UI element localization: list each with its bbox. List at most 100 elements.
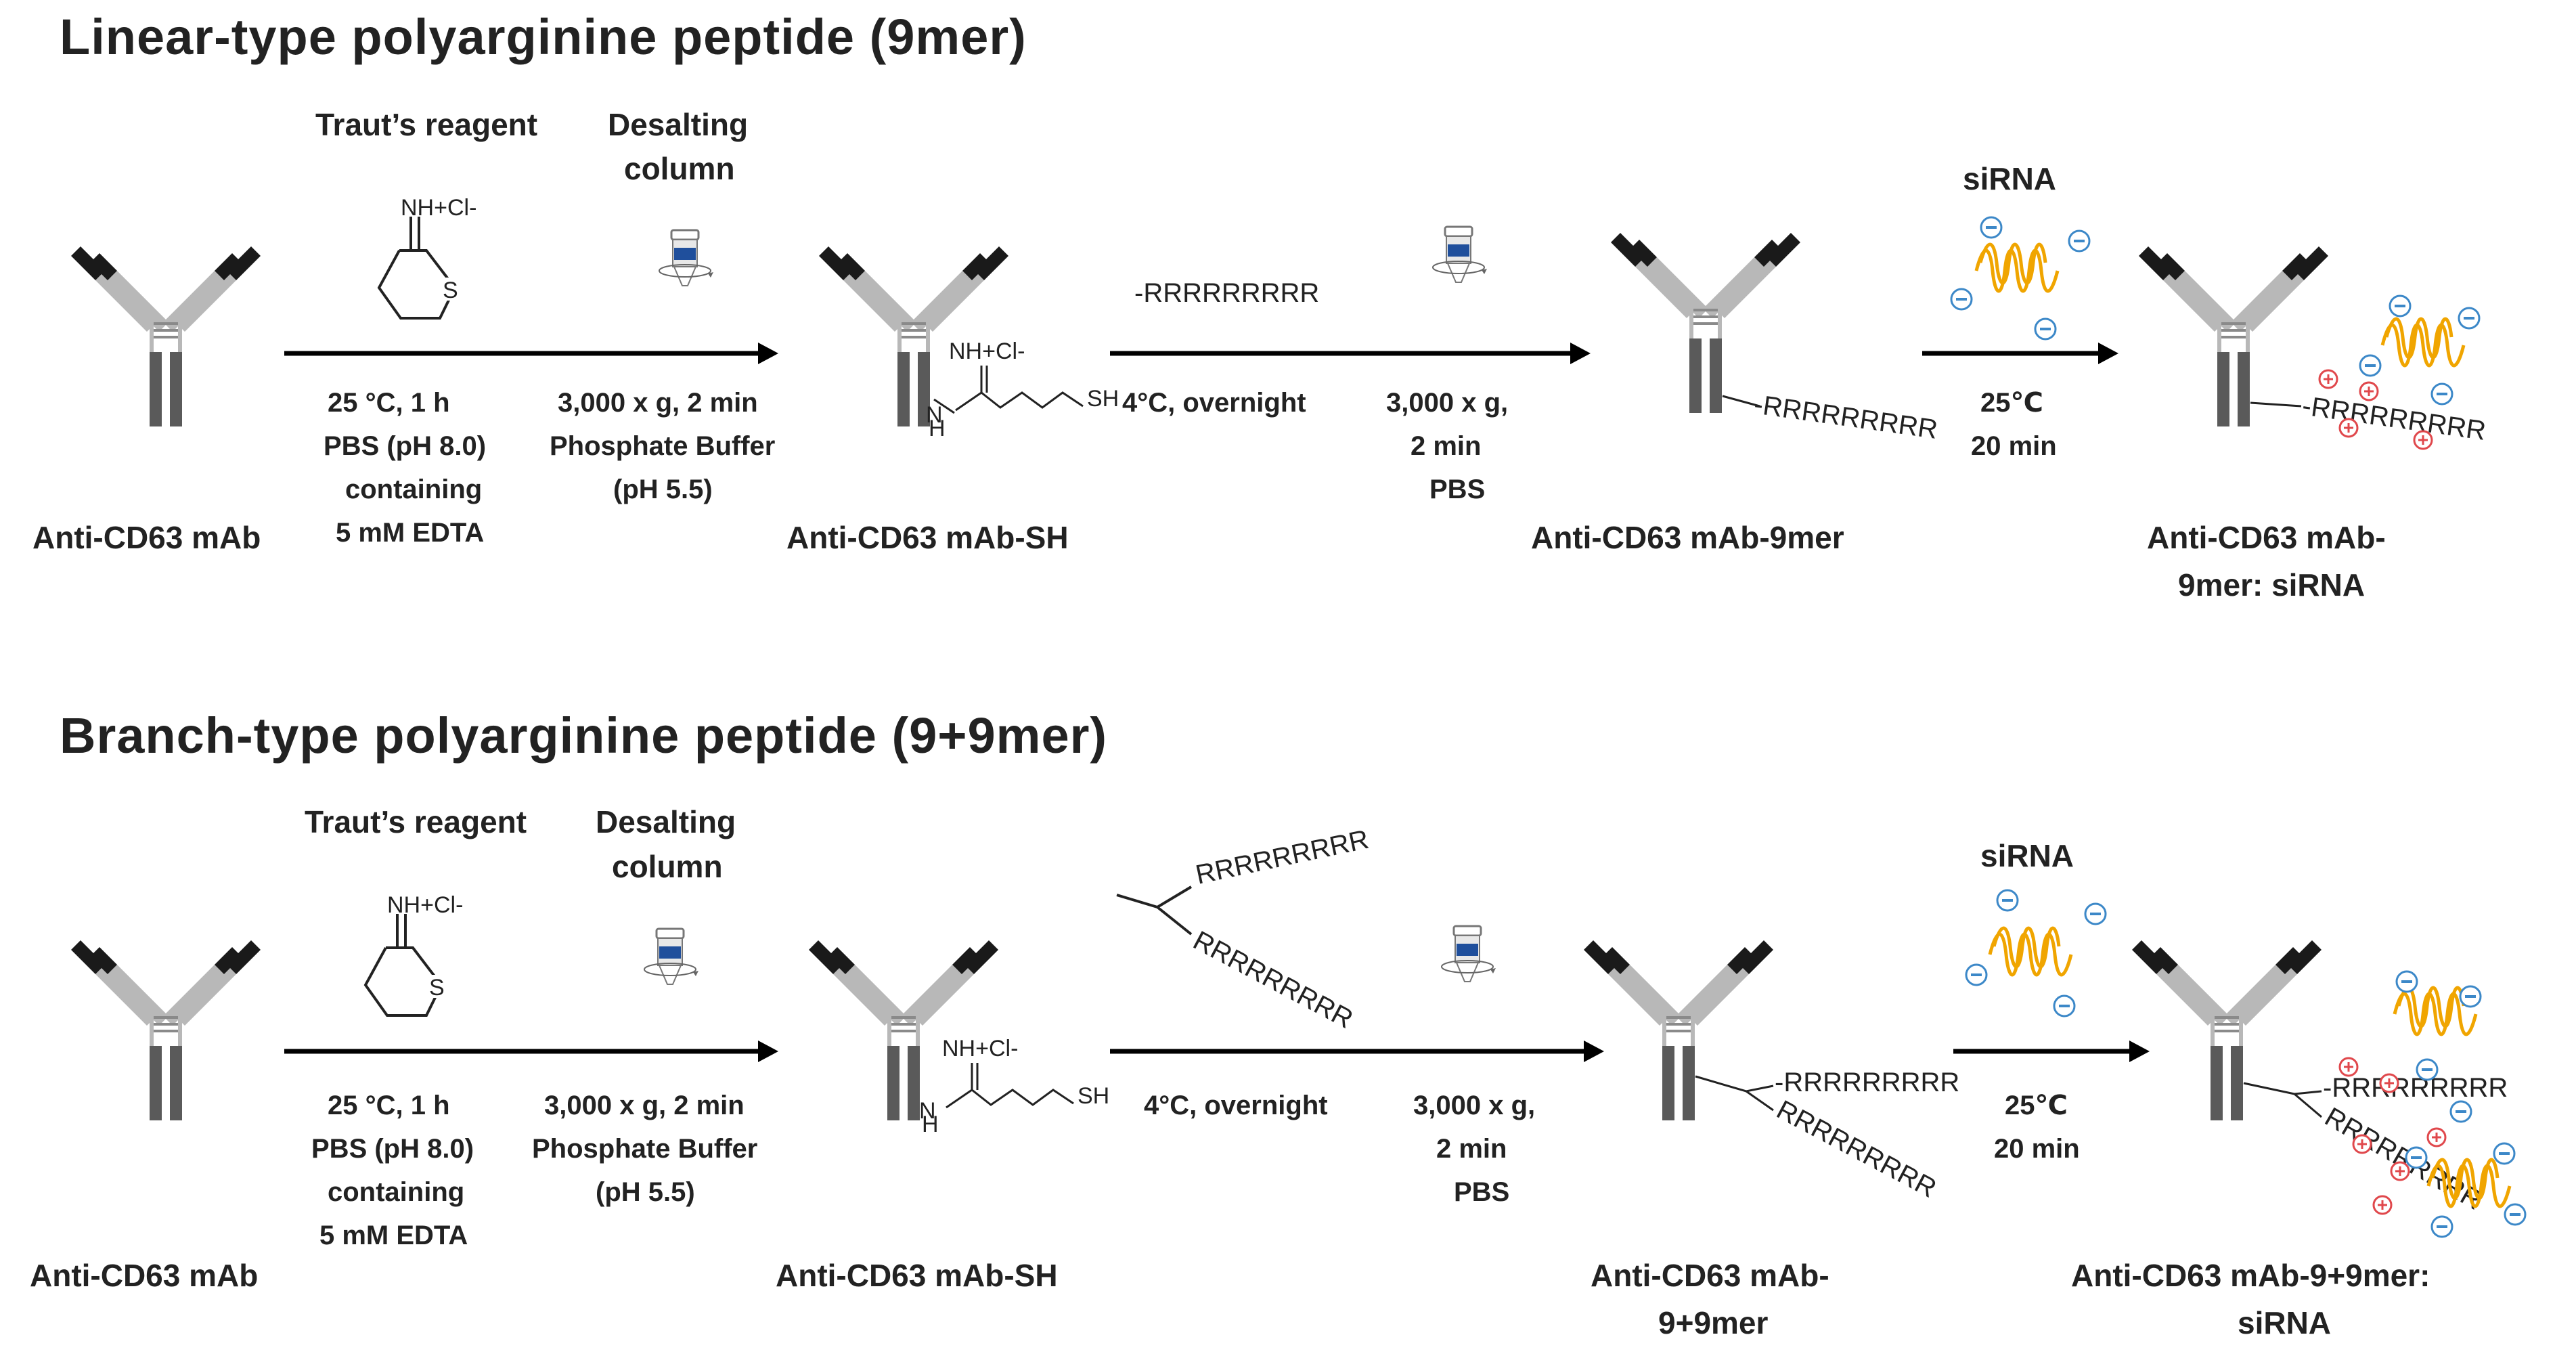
conjugated-peptide: RRRRRRRRR <box>1772 1095 1941 1204</box>
negative-charge-icon <box>2449 1100 2472 1123</box>
product-label-complex: siRNA <box>2238 1305 2331 1340</box>
trauts-reagent-structure: S NH+Cl- <box>377 195 476 320</box>
positive-charge-icon <box>2338 1057 2359 1077</box>
arrowhead <box>2129 1041 2150 1062</box>
positive-charge-icon <box>2359 381 2379 401</box>
chem-sh: SH <box>1087 386 1119 412</box>
negative-charge-icon <box>2504 1203 2527 1226</box>
peptide-linker <box>1722 395 1760 408</box>
spin-condition: (pH 5.5) <box>613 475 713 504</box>
incubation-temp: 25℃ <box>2005 1091 2068 1120</box>
spin-condition: Phosphate Buffer <box>550 431 775 461</box>
spin-condition: 3,000 x g, <box>1386 388 1508 418</box>
condition-text: containing <box>328 1177 464 1207</box>
conjugated-peptide: -RRRRRRRRR <box>1752 389 1940 445</box>
antibody-icon <box>71 940 261 1120</box>
negative-charge-icon <box>1980 216 2003 239</box>
chem-h: H <box>929 416 946 441</box>
reagent-label: Traut’s reagent <box>315 107 537 142</box>
chem-n: N <box>926 402 943 428</box>
negative-charge-icon <box>2458 307 2481 330</box>
negative-charge-icon <box>2430 382 2453 406</box>
negative-charge-icon <box>2053 994 2076 1017</box>
product-label-mab-sh: Anti-CD63 mAb-SH <box>786 520 1069 555</box>
negative-charge-icon <box>2395 970 2418 993</box>
negative-charge-icon <box>1996 889 2019 912</box>
sirna-helix-icon <box>1990 928 2071 975</box>
sirna-label: siRNA <box>1980 838 2074 873</box>
negative-charge-icon <box>1965 963 1988 986</box>
condition-text: 25 °C, 1 h <box>328 388 450 418</box>
chem-sulfur: S <box>429 975 445 1001</box>
chem-iminium: NH+Cl- <box>401 195 476 221</box>
chem-n: N <box>919 1098 936 1124</box>
negative-charge-icon <box>2416 1058 2439 1081</box>
arrowhead <box>2098 343 2118 364</box>
peptide-linker <box>2250 401 2302 408</box>
product-label-mab-9plus9mer: Anti-CD63 mAb- <box>1591 1258 1829 1293</box>
chem-sh: SH <box>1078 1083 1109 1109</box>
antibody-icon <box>71 246 261 426</box>
condition-text: 5 mM EDTA <box>319 1221 468 1250</box>
conjugated-peptide: -RRRRRRRRR <box>2323 1073 2508 1103</box>
branch-peptide-reagent: RRRRRRRRR RRRRRRRRR <box>1116 825 1371 1034</box>
branch-peptide-conjugate: -RRRRRRRRR RRRRRRRRR <box>1695 1068 1959 1204</box>
spin-condition: 2 min <box>1436 1134 1507 1164</box>
desalting-column-icon <box>1440 925 1497 983</box>
arrowhead <box>758 343 778 364</box>
section-title-linear: Linear-type polyarginine peptide (9mer) <box>60 9 1027 65</box>
incubation-time: 20 min <box>1971 431 2057 461</box>
chem-sulfur: S <box>443 278 458 303</box>
antibody-icon <box>1584 940 1773 1120</box>
product-label-mab-9plus9mer: 9+9mer <box>1658 1305 1769 1340</box>
antibody-icon <box>1611 233 1800 413</box>
spin-condition: (pH 5.5) <box>596 1177 695 1207</box>
sh-linker-structure: NH+Cl- N H SH <box>926 338 1119 441</box>
condition-text: containing <box>345 475 482 504</box>
arrowhead <box>758 1041 778 1062</box>
sirna-helix-icon <box>1976 244 2058 291</box>
antibody-icon <box>809 940 998 1120</box>
negative-charge-icon <box>2493 1142 2516 1165</box>
desalting-column-icon <box>643 927 700 986</box>
positive-charge-icon <box>2390 1161 2410 1181</box>
spin-condition: 3,000 x g, <box>1413 1091 1535 1120</box>
spin-condition: 3,000 x g, 2 min <box>558 388 758 418</box>
conjugated-peptide: -RRRRRRRRR <box>2301 391 2488 446</box>
sirna-helix-icon <box>2382 319 2464 366</box>
desalting-column-icon <box>658 229 715 287</box>
negative-charge-icon <box>2459 985 2482 1008</box>
condition-text: PBS (pH 8.0) <box>311 1134 474 1164</box>
condition-text: 5 mM EDTA <box>336 518 484 548</box>
negative-charge-icon <box>2034 317 2057 341</box>
branch-peptide-b: RRRRRRRRR <box>1189 925 1358 1034</box>
negative-charge-icon <box>2405 1146 2428 1169</box>
antibody-icon <box>819 246 1008 426</box>
product-label-complex: Anti-CD63 mAb-9+9mer: <box>2071 1258 2430 1293</box>
peptide-reagent: -RRRRRRRRR <box>1134 278 1319 308</box>
negative-charge-icon <box>1950 288 1973 311</box>
positive-charge-icon <box>2318 369 2338 389</box>
section-title-branch: Branch-type polyarginine peptide (9+9mer… <box>60 707 1107 764</box>
product-label-mab: Anti-CD63 mAb <box>30 1258 258 1293</box>
condition-text: PBS (pH 8.0) <box>324 431 486 461</box>
incubation-time: 20 min <box>1994 1134 2080 1164</box>
product-label-mab-9mer: Anti-CD63 mAb-9mer <box>1531 520 1844 555</box>
branch-peptide-complex: -RRRRRRRRR RRRRRRRRR <box>2243 1073 2508 1216</box>
product-label-complex: Anti-CD63 mAb- <box>2147 520 2386 555</box>
product-label-complex: 9mer: siRNA <box>2178 567 2365 603</box>
chem-iminium: NH+Cl- <box>949 338 1025 364</box>
negative-charge-icon <box>2389 294 2412 317</box>
sh-linker-structure: NH+Cl- N H SH <box>919 1036 1109 1137</box>
negative-charge-icon <box>2084 902 2107 925</box>
condition-text: 25 °C, 1 h <box>328 1091 450 1120</box>
spin-condition: PBS <box>1429 475 1485 504</box>
spin-condition: 3,000 x g, 2 min <box>544 1091 745 1120</box>
arrowhead <box>1584 1041 1604 1062</box>
chem-iminium: NH+Cl- <box>942 1036 1018 1061</box>
condition-text: 4°C, overnight <box>1144 1091 1328 1120</box>
positive-charge-icon <box>2426 1127 2447 1147</box>
trauts-reagent-structure: S NH+Cl- <box>363 892 463 1017</box>
positive-charge-icon <box>2352 1134 2372 1154</box>
